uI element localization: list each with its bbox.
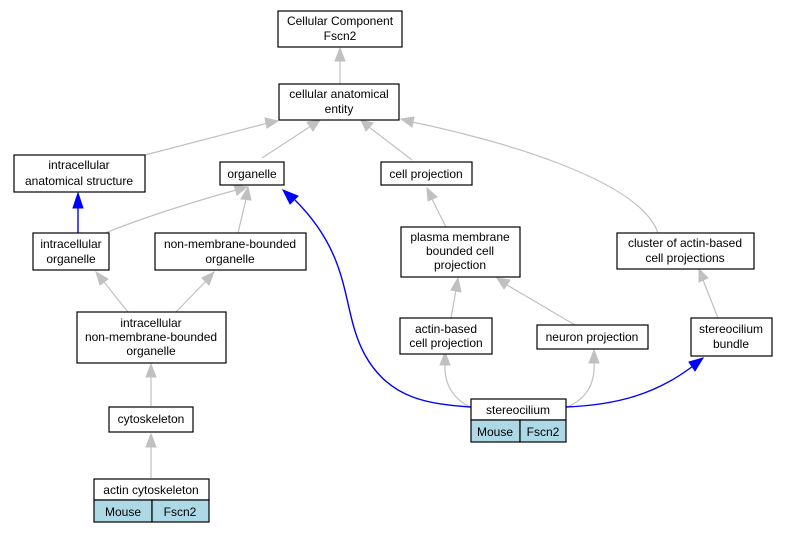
edge-intracellular-organelle-to-organelle — [104, 184, 249, 234]
node-cluster-line-2: cell projections — [645, 251, 724, 265]
node-intracellular-organelle-line-2: organelle — [46, 252, 96, 266]
node-stereocilium-bundle[interactable]: stereocilium bundle — [690, 317, 773, 357]
edge-neuron-projection-to-plasma-membrane — [495, 277, 576, 326]
edge-plasma-membrane-to-cell-projection — [426, 186, 447, 228]
node-intracellular-nmbo-line-1: intracellular — [120, 316, 181, 330]
node-actin-based-line-1: actin-based — [415, 322, 477, 336]
node-cellular-component-line-1: Cellular Component — [287, 14, 394, 28]
node-cellular-anatomical-entity-line-1: cellular anatomical — [289, 87, 388, 101]
node-cellular-anatomical-entity[interactable]: cellular anatomical entity — [278, 83, 400, 121]
node-plasma-membrane-line-2: bounded cell — [426, 244, 494, 258]
node-plasma-membrane-line-1: plasma membrane — [410, 230, 510, 244]
node-cluster-of-actin-based-cell-projections[interactable]: cluster of actin-based cell projections — [616, 232, 755, 270]
node-stereocilium-bundle-line-2: bundle — [713, 337, 749, 351]
node-stereocilium-tag-fscn2: Fscn2 — [527, 425, 560, 439]
node-intracellular-anatomical-structure[interactable]: intracellular anatomical structure — [13, 154, 146, 193]
node-intracellular-organelle[interactable]: intracellular organelle — [32, 232, 110, 271]
edge-actin-based-to-plasma-membrane — [450, 276, 462, 319]
edge-cluster-to-cellular-anatomical-entity — [399, 116, 659, 234]
edge-stereocilium-to-organelle — [281, 189, 472, 408]
node-non-membrane-bounded-organelle[interactable]: non-membrane-bounded organelle — [154, 232, 307, 271]
node-stereocilium-tag-mouse: Mouse — [477, 425, 513, 439]
node-stereocilium-tag-fscn2-box — [519, 419, 567, 443]
node-cell-projection[interactable]: cell projection — [380, 161, 473, 186]
edge-stereocilium-to-actin-based — [439, 350, 473, 409]
edge-cellular-anatomical-entity-to-cellular-component — [334, 46, 346, 84]
node-cytoskeleton[interactable]: cytoskeleton — [108, 406, 194, 433]
node-intracellular-anatomical-structure-line-2: anatomical structure — [25, 174, 133, 188]
node-cellular-component-line-2: Fscn2 — [324, 29, 357, 43]
edge-cytoskeleton-to-intracellular-nmbo — [145, 362, 157, 406]
node-cellular-anatomical-entity-line-2: entity — [325, 102, 354, 116]
node-intracellular-nmbo-line-2: non-membrane-bounded — [85, 330, 217, 344]
node-actin-cytoskeleton-line-1: actin cytoskeleton — [103, 483, 198, 497]
node-stereocilium[interactable]: stereocilium Mouse Fscn2 — [470, 398, 567, 443]
node-intracellular-nmbo-line-3: organelle — [126, 344, 176, 358]
node-plasma-membrane-line-3: projection — [434, 258, 486, 272]
edge-organelle-to-cellular-anatomical-entity — [261, 119, 322, 159]
edge-actin-cytoskeleton-to-cytoskeleton — [145, 432, 157, 478]
node-plasma-membrane-bounded-cell-projection[interactable]: plasma membrane bounded cell projection — [400, 226, 521, 278]
node-actin-cytoskeleton-tag-fscn2: Fscn2 — [164, 505, 197, 519]
node-organelle[interactable]: organelle — [219, 161, 285, 186]
node-stereocilium-line-1: stereocilium — [486, 403, 550, 417]
edge-intracellular-organelle-to-intracellular-anatomical-structure — [72, 191, 84, 233]
edge-intracellular-nmbo-to-non-membrane-bounded-organelle — [175, 270, 215, 313]
node-actin-based-cell-projection[interactable]: actin-based cell projection — [399, 317, 493, 355]
node-intracellular-organelle-line-1: intracellular — [40, 237, 101, 251]
node-cell-projection-line-1: cell projection — [389, 167, 462, 181]
node-non-membrane-bounded-organelle-line-2: organelle — [205, 252, 255, 266]
node-actin-cytoskeleton-tag-mouse: Mouse — [105, 505, 141, 519]
node-actin-based-line-2: cell projection — [409, 336, 482, 350]
node-cytoskeleton-line-1: cytoskeleton — [118, 412, 185, 426]
edge-non-membrane-bounded-organelle-to-organelle — [237, 185, 252, 234]
node-organelle-line-1: organelle — [227, 167, 277, 181]
node-non-membrane-bounded-organelle-line-1: non-membrane-bounded — [164, 237, 296, 251]
edge-stereocilium-bundle-to-cluster — [698, 267, 719, 319]
edge-stereocilium-to-stereocilium-bundle — [565, 357, 705, 408]
node-actin-cytoskeleton-tag-fscn2-box — [151, 499, 210, 523]
node-intracellular-non-membrane-bounded-organelle[interactable]: intracellular non-membrane-bounded organ… — [76, 311, 227, 364]
edge-stereocilium-to-neuron-projection — [564, 348, 600, 409]
node-neuron-projection-line-1: neuron projection — [546, 330, 639, 344]
node-actin-cytoskeleton[interactable]: actin cytoskeleton Mouse Fscn2 — [93, 478, 210, 523]
node-cluster-line-1: cluster of actin-based — [628, 236, 742, 250]
edge-cell-projection-to-cellular-anatomical-entity — [360, 119, 413, 161]
node-neuron-projection[interactable]: neuron projection — [536, 324, 649, 350]
edge-intracellular-nmbo-to-intracellular-organelle — [95, 270, 129, 313]
edge-intracellular-anatomical-structure-to-cellular-anatomical-entity — [144, 117, 280, 156]
node-cellular-component[interactable]: Cellular Component Fscn2 — [277, 10, 403, 48]
node-stereocilium-bundle-line-1: stereocilium — [699, 322, 763, 336]
node-intracellular-anatomical-structure-line-1: intracellular — [48, 158, 109, 172]
